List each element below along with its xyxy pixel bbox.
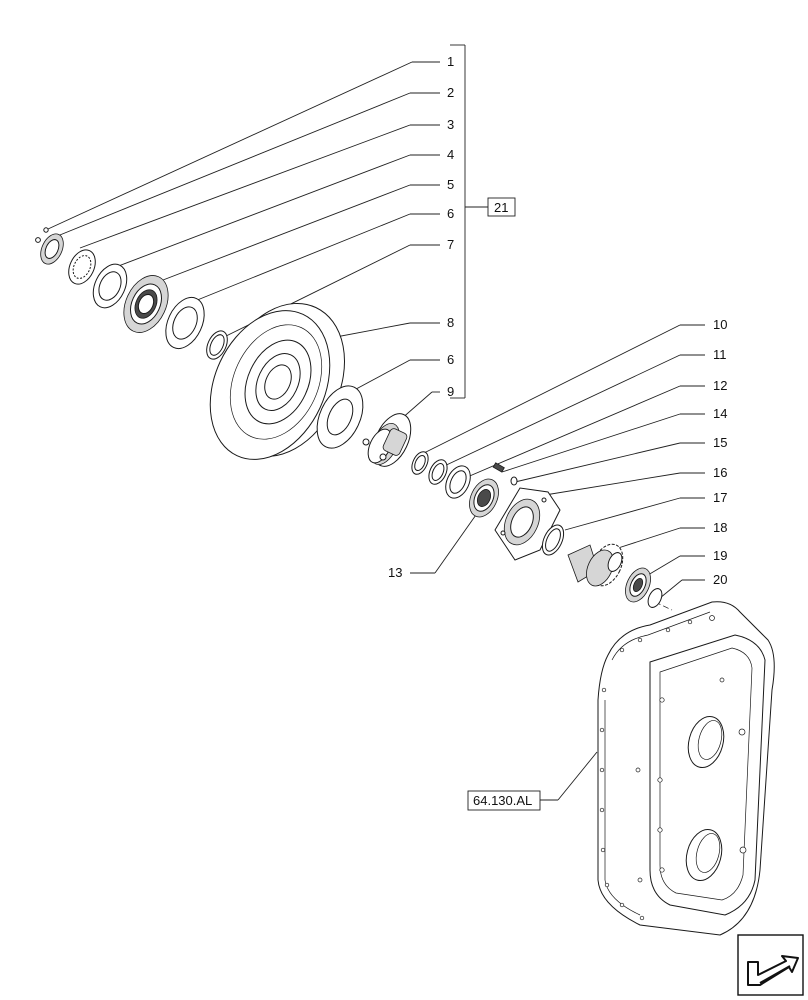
callout-9: 9 <box>447 384 454 399</box>
callout-19: 19 <box>713 548 727 563</box>
callout-2: 2 <box>447 85 454 100</box>
callout-18: 18 <box>713 520 727 535</box>
callout-3: 3 <box>447 117 454 132</box>
callout-1: 1 <box>447 54 454 69</box>
leader-lines-lower <box>257 324 705 811</box>
arrow-next-page-icon[interactable] <box>737 934 804 996</box>
callout-5: 5 <box>447 177 454 192</box>
callout-12: 12 <box>713 378 727 393</box>
callout-10: 10 <box>713 317 727 332</box>
callout-20: 20 <box>713 572 727 587</box>
callout-labels: 1 2 3 4 5 6 7 8 6 9 10 11 12 14 15 16 17… <box>388 54 727 808</box>
assembly-ref-21: 21 <box>494 200 508 215</box>
parts-upper <box>35 227 228 360</box>
callout-6-upper: 6 <box>447 206 454 221</box>
callout-13: 13 <box>388 565 402 580</box>
callout-16: 16 <box>713 465 727 480</box>
callout-4: 4 <box>447 147 454 162</box>
parts-middle <box>316 385 412 467</box>
callout-7: 7 <box>447 237 454 252</box>
callout-6-lower: 6 <box>447 352 454 367</box>
parts-lower <box>411 451 663 608</box>
gearbox-housing-cover <box>597 601 775 936</box>
pulley-part-8 <box>209 302 345 460</box>
leader-lines <box>47 44 516 421</box>
housing-ref-label[interactable]: 64.130.AL <box>473 793 532 808</box>
callout-11: 11 <box>713 347 727 362</box>
callout-15: 15 <box>713 435 727 450</box>
callout-14: 14 <box>713 406 727 421</box>
callout-8: 8 <box>447 315 454 330</box>
callout-17: 17 <box>713 490 727 505</box>
